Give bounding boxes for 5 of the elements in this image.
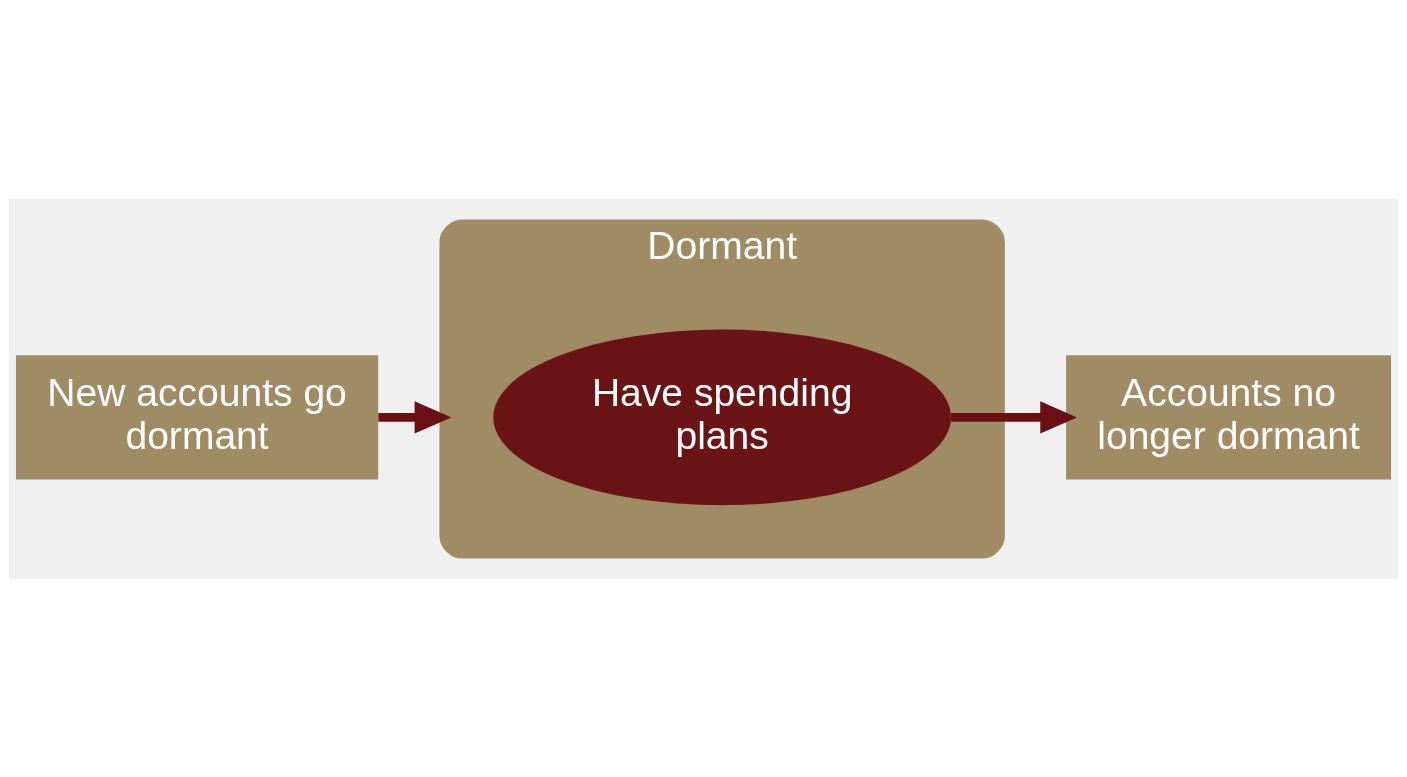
node-ellipse: Have spending plans [493, 329, 951, 505]
node-box: Accounts no longer dormant [1066, 354, 1392, 480]
arrow [378, 400, 452, 433]
arrow [951, 400, 1078, 433]
node-box: New accounts go dormant [15, 354, 379, 480]
